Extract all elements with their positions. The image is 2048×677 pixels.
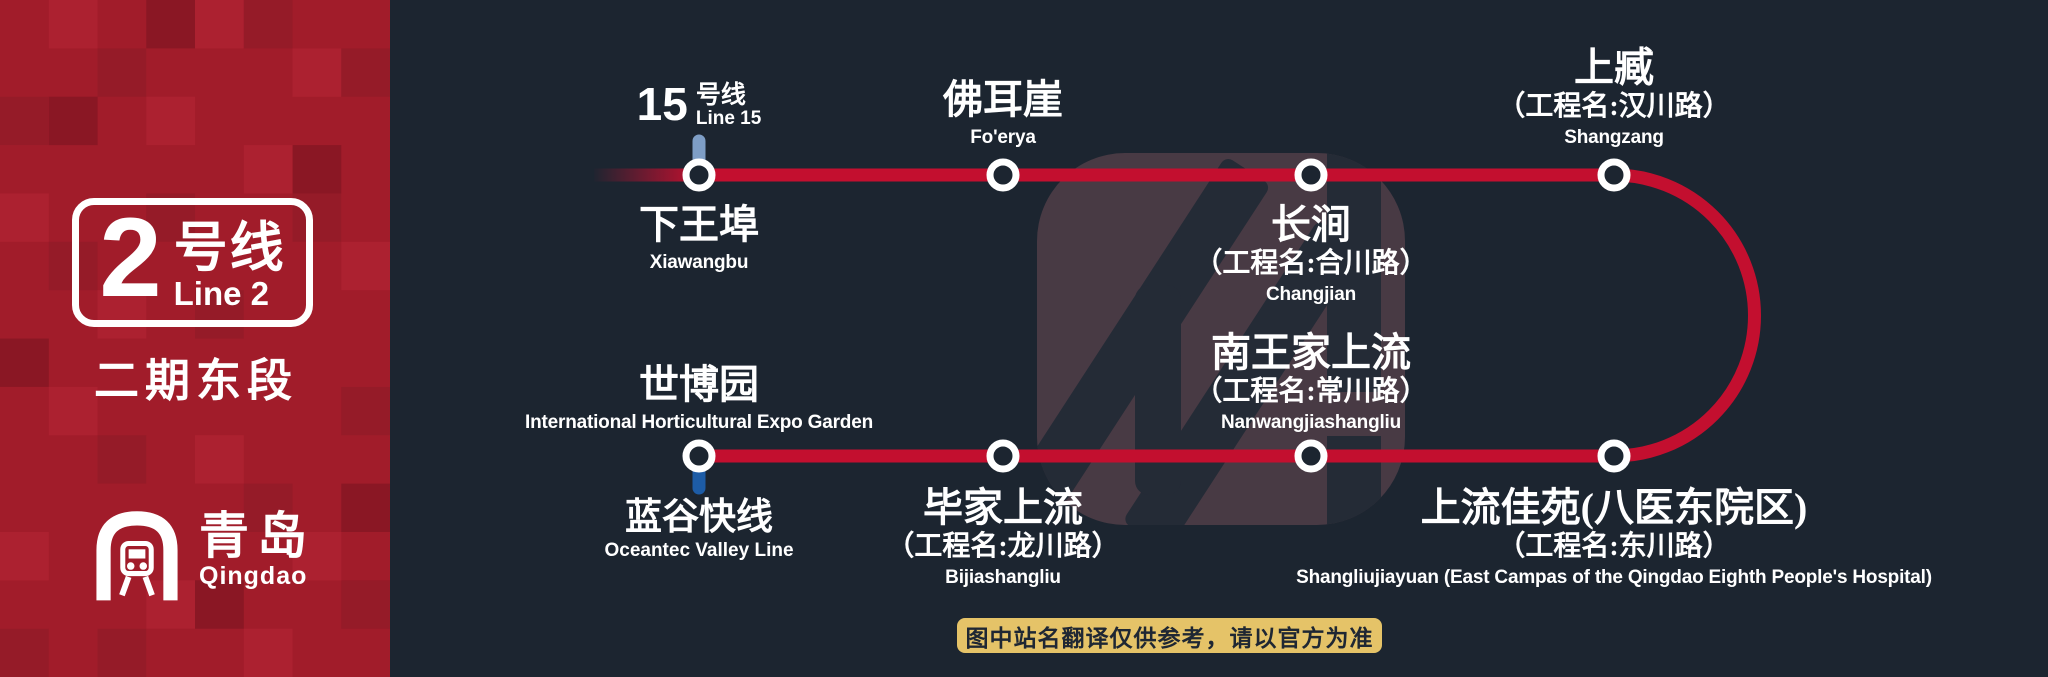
station-marker-bijiashangliu xyxy=(986,439,1020,473)
translation-note-banner: 图中站名翻译仅供参考，请以官方为准 xyxy=(957,618,1382,653)
sidebar-checker-pattern xyxy=(0,0,390,677)
station-label-foerya: 佛耳崖 Fo'erya xyxy=(943,77,1063,149)
translation-note-text: 图中站名翻译仅供参考，请以官方为准 xyxy=(965,625,1374,651)
line15-number: 15 xyxy=(636,77,688,130)
brand-city-en: Qingdao xyxy=(199,561,308,590)
line15-name-zh: 号线 xyxy=(695,81,746,109)
station-label-xiawangbu: 下王埠 Xiawangbu xyxy=(639,202,759,273)
station-label-nanwangjiashangliu: 南王家上流 （工程名:常川路） Nanwangjiashangliu xyxy=(1194,330,1428,434)
qingdao-metro-logo-icon xyxy=(96,511,178,601)
station-label-expo-garden: 世博园 International Horticultural Expo Gar… xyxy=(525,362,873,434)
section-label: 二期东段 xyxy=(93,356,299,406)
station-marker-shangliujiayuan xyxy=(1597,439,1631,473)
line15-name-en: Line 15 xyxy=(695,108,762,130)
oceantec-name-en: Oceantec Valley Line xyxy=(604,539,794,561)
station-marker-nanwangjiashangliu xyxy=(1294,439,1328,473)
station-label-changjian: 长涧 （工程名:合川路） Changjian xyxy=(1194,202,1428,305)
transfer-label-oceantec: 蓝谷快线 Oceantec Valley Line xyxy=(604,497,794,563)
route-map: 15 号线 Line 15 蓝谷快线 Oceantec Valley Line … xyxy=(390,0,2048,677)
station-marker-xiawangbu xyxy=(682,158,716,192)
station-label-bijiashangliu: 毕家上流 （工程名:龙川路） Bijiashangliu xyxy=(886,485,1120,588)
station-marker-shangzang xyxy=(1597,158,1631,192)
station-label-shangliujiayuan: 上流佳苑(八医东院区) （工程名:东川路） Shangliujiayuan (E… xyxy=(1296,485,1932,588)
brand-city-zh: 青岛 xyxy=(199,508,315,564)
transfer-label-line15: 15 号线 Line 15 xyxy=(636,77,762,130)
station-marker-expo-garden xyxy=(682,439,716,473)
station-marker-changjian xyxy=(1294,158,1328,192)
line-name-zh: 号线 xyxy=(173,218,286,278)
line-number: 2 xyxy=(99,194,162,320)
brand: 青岛 Qingdao xyxy=(95,510,315,602)
sidebar: 2 号线 Line 2 二期东段 青岛 Qingdao xyxy=(0,0,390,677)
station-marker-foerya xyxy=(986,158,1020,192)
line-badge: 2 号线 Line 2 xyxy=(72,198,313,327)
oceantec-name-zh: 蓝谷快线 xyxy=(624,497,773,538)
station-label-shangzang: 上臧 （工程名:汉川路） Shangzang xyxy=(1497,45,1731,149)
line-name-en: Line 2 xyxy=(173,275,269,312)
